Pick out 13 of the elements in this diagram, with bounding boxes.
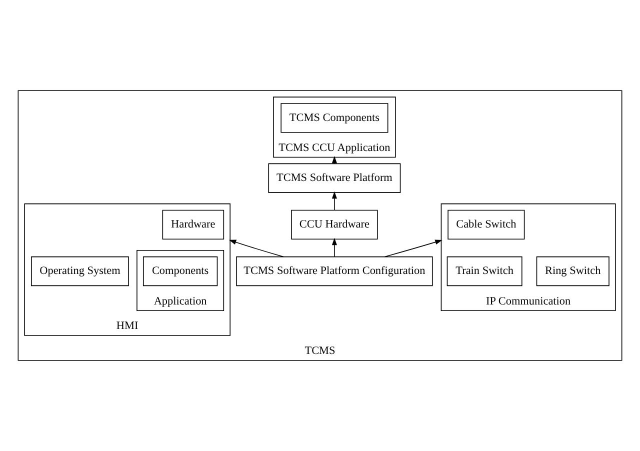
node-box: TCMS Software Platform Configuration [236, 256, 433, 286]
node-box: Components [142, 256, 218, 286]
node-box: Cable Switch [448, 210, 525, 240]
node-box: Operating System [31, 256, 129, 286]
arrow [332, 191, 337, 211]
node-box: Ring Switch [536, 256, 610, 286]
node-box: CCU Hardware [291, 210, 378, 240]
arrow [384, 240, 442, 258]
node-box: Hardware [162, 210, 224, 240]
node-box: TCMS Components [280, 103, 388, 133]
arrow [228, 240, 284, 258]
node-box: Train Switch [446, 256, 522, 286]
arrow [332, 238, 337, 258]
